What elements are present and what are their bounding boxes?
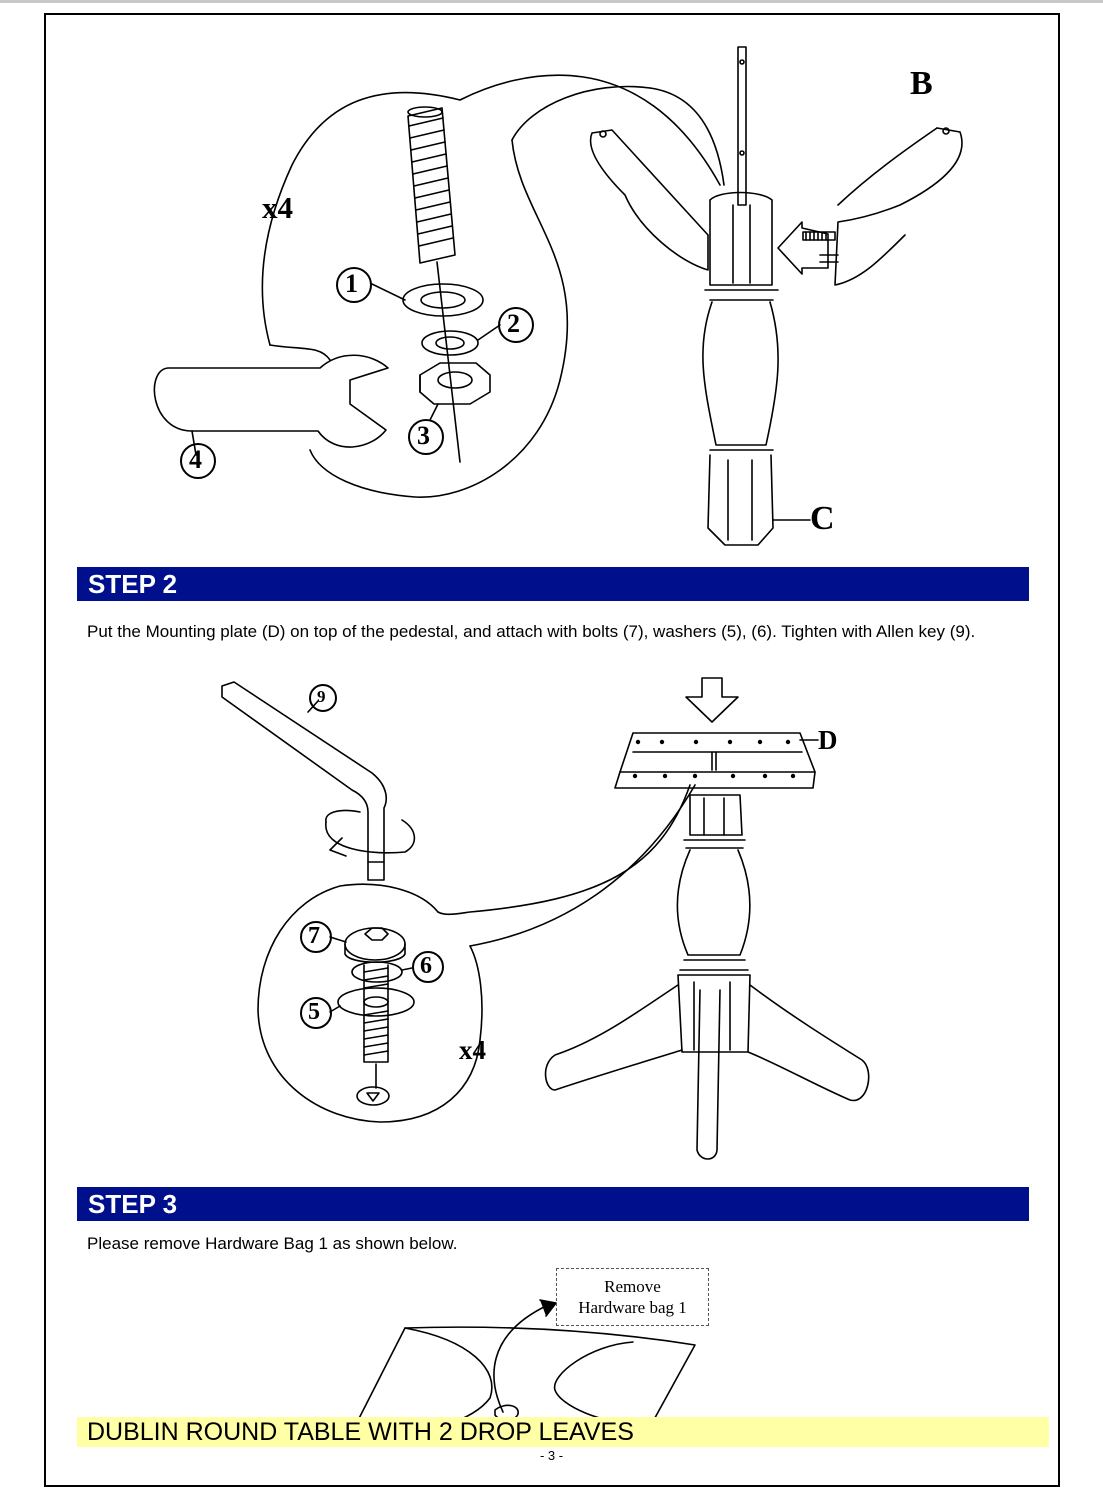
callout-circle (408, 419, 444, 455)
quantity-label: x4 (262, 190, 293, 225)
callout-1: 1 (345, 269, 358, 298)
footer-title: DUBLIN ROUND TABLE WITH 2 DROP LEAVES (77, 1417, 1049, 1447)
step-3-header: STEP 3 (77, 1187, 1029, 1221)
note-line-1: Remove (604, 1277, 661, 1296)
page-number: - 3 - (539, 1448, 564, 1463)
callout-7: 7 (308, 923, 320, 949)
figure1-pedestal (589, 46, 963, 546)
remove-hardware-note: Remove Hardware bag 1 (556, 1268, 709, 1326)
figure1-hardware-detail (153, 74, 721, 498)
threaded-bolt (407, 106, 461, 463)
step-2-header: STEP 2 (77, 567, 1029, 601)
note-line-2: Hardware bag 1 (578, 1298, 687, 1317)
figure2-callouts (300, 684, 444, 1029)
figure2-mounting-plate (437, 677, 870, 1160)
callout-circle (180, 443, 216, 479)
figure2-bolt-detail (221, 681, 483, 1123)
step-2-instructions: Put the Mounting plate (D) on top of the… (87, 622, 976, 641)
page-frame (44, 13, 1060, 1487)
figure3-table-top (347, 1299, 696, 1446)
callout-3: 3 (417, 421, 430, 450)
quantity-label: x4 (459, 1035, 486, 1065)
callout-circle (336, 267, 372, 303)
part-label-c: C (810, 500, 835, 537)
figure1-callouts (180, 267, 534, 479)
part-label-d: D (818, 725, 838, 755)
callout-9: 9 (317, 687, 326, 706)
step-3-instructions: Please remove Hardware Bag 1 as shown be… (87, 1234, 458, 1253)
callout-circle (498, 307, 534, 343)
page-top-edge (0, 0, 1103, 3)
part-label-b: B (910, 65, 933, 102)
callout-4: 4 (189, 445, 202, 474)
callout-6: 6 (420, 953, 432, 979)
callout-5: 5 (308, 999, 320, 1025)
callout-2: 2 (507, 309, 520, 338)
